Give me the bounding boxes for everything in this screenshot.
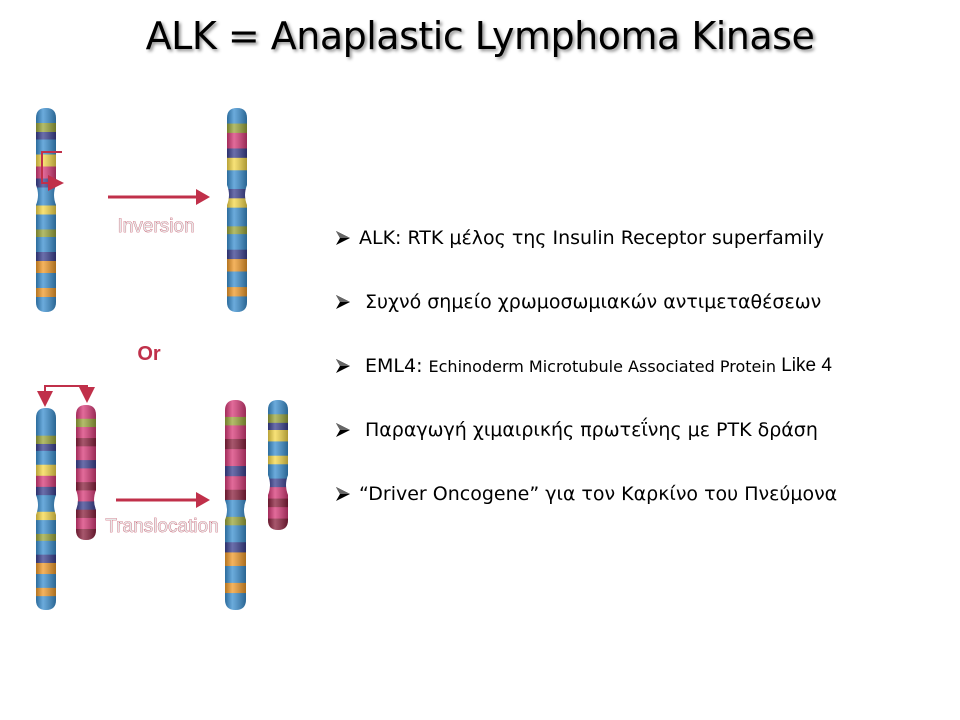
translocation-label: Translocation bbox=[105, 516, 218, 537]
chromosome-translocation-source-b bbox=[76, 405, 96, 540]
translocation-arrow bbox=[116, 492, 210, 508]
bullet-list: ALK: RTK μέλος της Insulin Receptor supe… bbox=[333, 206, 837, 526]
bullet-item: Συχνό σημείο χρωμοσωμιακών αντιμεταθέσεω… bbox=[333, 270, 837, 334]
arrow-bullet-icon bbox=[333, 356, 353, 376]
bullet-text: ALK: RTK μέλος της Insulin Receptor supe… bbox=[359, 227, 825, 249]
bullet-text-small: Echinoderm Microtubule Associated Protei… bbox=[428, 356, 776, 376]
chromosome-translocation-result-a bbox=[225, 400, 246, 610]
translocation-connector-arrow bbox=[44, 385, 95, 403]
arrow-bullet-icon bbox=[333, 228, 353, 248]
inversion-label: Inversion bbox=[117, 216, 194, 237]
bullet-text-tail: Like 4 bbox=[775, 355, 832, 376]
inversion-arrow bbox=[108, 189, 210, 205]
bullet-item: ALK: RTK μέλος της Insulin Receptor supe… bbox=[333, 206, 837, 270]
bullet-item: “Driver Oncogene” για τον Καρκίνο του Πν… bbox=[333, 462, 837, 526]
slide-title: ALK = Anaplastic Lymphoma Kinase bbox=[145, 14, 815, 58]
bullet-text: Συχνό σημείο χρωμοσωμιακών αντιμεταθέσεω… bbox=[365, 291, 822, 313]
arrow-bullet-icon bbox=[333, 420, 353, 440]
arrow-bullet-icon bbox=[333, 484, 353, 504]
bullet-item: EML4: Echinoderm Microtubule Associated … bbox=[333, 334, 837, 398]
chromosome-translocation-source-a bbox=[36, 408, 56, 610]
chromosome-diagram: Inversion Or Translocation bbox=[36, 108, 288, 610]
bullet-item: Παραγωγή χιμαιρικής πρωτεΐνης με PTK δρά… bbox=[333, 398, 837, 462]
bullet-text: “Driver Oncogene” για τον Καρκίνο του Πν… bbox=[359, 483, 838, 505]
or-label: Or bbox=[137, 343, 161, 365]
chromosome-original-inversion bbox=[36, 108, 56, 312]
chromosome-inverted bbox=[227, 108, 247, 312]
bullet-text-main: EML4: bbox=[365, 355, 429, 377]
inversion-bracket-arrow bbox=[41, 151, 64, 191]
chromosome-translocation-result-b bbox=[268, 400, 288, 530]
bullet-text: Παραγωγή χιμαιρικής πρωτεΐνης με PTK δρά… bbox=[365, 419, 818, 441]
arrow-bullet-icon bbox=[333, 292, 353, 312]
